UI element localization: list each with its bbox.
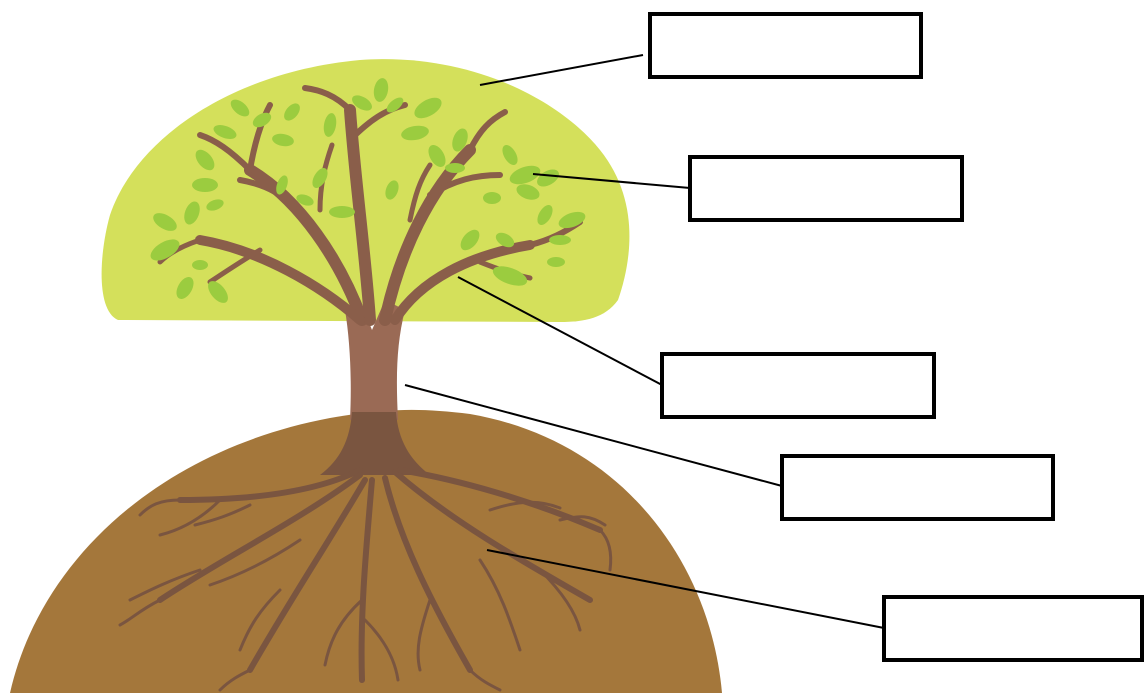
leaf <box>502 145 518 165</box>
leaf <box>401 125 429 141</box>
leaf <box>208 281 228 303</box>
leaf <box>537 169 559 187</box>
leader-line-2 <box>532 173 691 189</box>
label-box-4[interactable] <box>780 454 1055 521</box>
tree-leaves <box>150 78 586 303</box>
leader-line-4 <box>404 384 783 487</box>
leaf <box>329 206 355 218</box>
leaf <box>495 232 515 248</box>
leaf <box>272 133 294 147</box>
leaf <box>385 180 399 200</box>
leaf <box>483 192 501 204</box>
leaf <box>276 175 288 195</box>
tree-roots <box>118 467 613 692</box>
trunk-base <box>320 412 430 475</box>
leaf <box>516 184 540 200</box>
leaf <box>296 194 314 206</box>
label-box-5[interactable] <box>882 595 1144 662</box>
leaf <box>414 97 442 119</box>
leaf <box>428 145 446 167</box>
leaf <box>312 168 328 188</box>
label-box-2[interactable] <box>688 155 964 222</box>
leader-line-5 <box>486 549 885 629</box>
leaf <box>213 125 237 139</box>
leaf <box>230 99 250 117</box>
tree-branches <box>157 85 583 326</box>
tree-trunk <box>345 300 405 420</box>
label-box-3[interactable] <box>660 352 936 419</box>
leaf <box>373 78 389 102</box>
leaf <box>206 199 224 211</box>
leaf <box>323 113 337 137</box>
leader-line-1 <box>479 54 644 86</box>
leaf <box>460 229 480 251</box>
leaf <box>386 97 404 113</box>
leaf <box>184 201 200 225</box>
leaf <box>284 103 300 121</box>
leaf <box>547 257 565 267</box>
leaf <box>192 260 208 270</box>
leaf <box>492 266 528 286</box>
leaf <box>176 277 194 299</box>
leaf <box>549 235 571 245</box>
leaf <box>195 149 215 171</box>
leaf <box>352 95 372 111</box>
leaf <box>192 178 218 192</box>
label-boxes <box>648 12 1144 662</box>
leaf <box>558 211 586 229</box>
leaf <box>445 163 465 173</box>
leaf <box>537 205 553 225</box>
leaf <box>252 112 272 128</box>
leaf <box>150 239 180 261</box>
leaf <box>452 128 468 152</box>
label-box-1[interactable] <box>648 12 923 79</box>
leaf <box>509 165 541 185</box>
leader-lines <box>404 54 885 629</box>
leaf <box>153 213 177 231</box>
leader-line-3 <box>457 276 663 386</box>
